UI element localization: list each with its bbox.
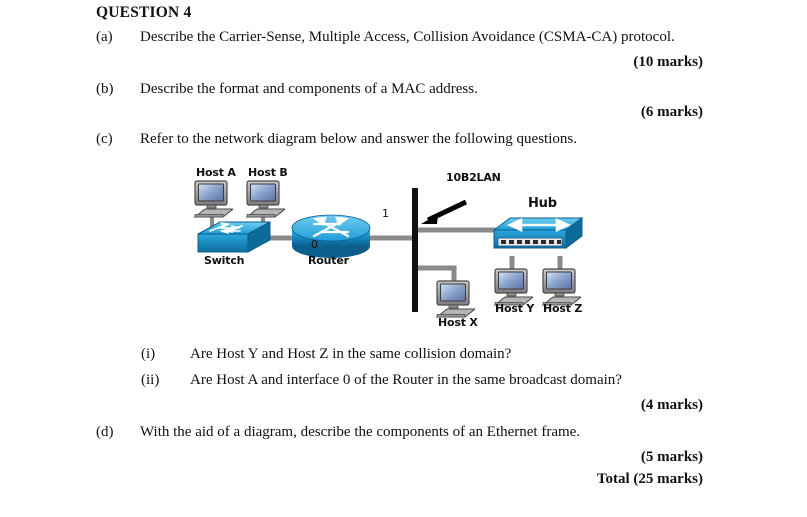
icon-host-a [194, 180, 233, 218]
marks-c: (4 marks) [640, 397, 703, 413]
lan-pointer-arrow [421, 199, 468, 224]
subquestion-i-label: (i) [141, 346, 156, 362]
label-host-x: Host X [438, 316, 478, 329]
label-10b2lan: 10B2LAN [446, 171, 501, 184]
label-hub: Hub [528, 196, 557, 211]
question-d-text: With the aid of a diagram, describe the … [140, 424, 581, 440]
icon-host-z [542, 268, 581, 306]
page-title: QUESTION 4 [96, 4, 192, 21]
label-host-y: Host Y [495, 302, 535, 315]
icon-host-x [436, 280, 475, 318]
label-interface-1: 1 [382, 207, 389, 220]
icon-host-b [246, 180, 285, 218]
label-host-z: Host Z [543, 302, 583, 315]
backbone-10base2 [412, 188, 418, 312]
icon-switch [197, 221, 271, 253]
label-router: Router [308, 254, 349, 267]
total-marks: Total (25 marks) [596, 471, 703, 487]
question-d-label: (d) [96, 424, 114, 440]
label-host-b: Host B [248, 166, 288, 179]
subquestion-i-text: Are Host Y and Host Z in the same collis… [190, 346, 512, 362]
marks-b: (6 marks) [640, 104, 703, 120]
label-host-a: Host A [196, 166, 236, 179]
label-interface-0: 0 [311, 238, 318, 251]
question-c-text: Refer to the network diagram below and a… [140, 131, 577, 147]
question-a-label: (a) [96, 29, 113, 45]
question-a-text: Describe the Carrier-Sense, Multiple Acc… [140, 29, 675, 45]
subquestion-ii-label: (ii) [141, 372, 160, 388]
network-diagram-graphic [194, 180, 584, 318]
network-diagram: Host A Host B Switch Router 0 1 10B2LAN … [190, 166, 610, 348]
question-c-label: (c) [96, 131, 113, 147]
label-switch: Switch [204, 254, 245, 267]
question-b-label: (b) [96, 81, 114, 97]
icon-hub [492, 217, 584, 249]
icon-host-y [494, 268, 533, 306]
question-b-text: Describe the format and components of a … [140, 81, 478, 97]
cable-backbone-hostx [418, 265, 457, 284]
marks-a: (10 marks) [633, 54, 703, 70]
subquestion-ii-text: Are Host A and interface 0 of the Router… [190, 372, 622, 388]
icon-router [291, 214, 371, 258]
marks-d: (5 marks) [640, 449, 703, 465]
